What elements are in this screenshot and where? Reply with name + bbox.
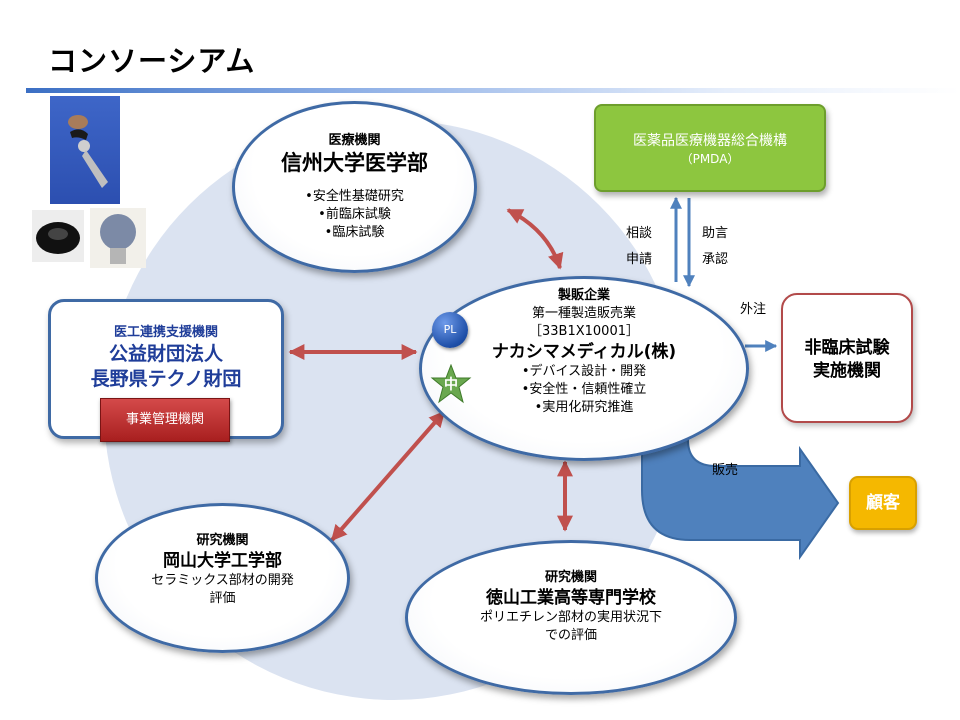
pmda-box: 医薬品医療機器総合機構 （PMDA） <box>594 104 826 192</box>
okayama-university-node: 研究機関 岡山大学工学部 セラミックス部材の開発 評価 <box>95 503 350 653</box>
tokuyama-desc: ポリエチレン部材の実用状況下 <box>479 610 662 625</box>
nonclinical-line1: 非臨床試験 <box>804 338 890 358</box>
tokuyama-college-node: 研究機関 徳山工業高等専門学校 ポリエチレン部材の実用状況下 での評価 <box>405 540 737 695</box>
label-outsource: 外注 <box>740 302 767 317</box>
label-apply: 申請 <box>626 252 653 267</box>
pl-badge: PL <box>432 312 468 348</box>
support-name-line2: 長野県テクノ財団 <box>90 368 242 390</box>
medical-item: •臨床試験 <box>324 225 385 240</box>
manufacturer-license: 第一種製造販売業 <box>531 306 636 321</box>
okayama-name: 岡山大学工学部 <box>163 551 282 571</box>
manufacturer-license-no: ［33B1X10001］ <box>529 324 639 339</box>
customer-box: 顧客 <box>849 476 917 530</box>
manufacturer-item: •デバイス設計・開発 <box>521 364 647 379</box>
label-sales: 販売 <box>712 463 739 478</box>
medical-institution-node: 医療機関 信州大学医学部 •安全性基礎研究 •前臨床試験 •臨床試験 <box>232 101 477 273</box>
label-consult: 相談 <box>626 226 653 241</box>
medical-item: •前臨床試験 <box>318 207 391 222</box>
tokuyama-name: 徳山工業高等専門学校 <box>486 588 656 608</box>
medical-category: 医療機関 <box>328 133 381 148</box>
page-title: コンソーシアム <box>48 44 256 78</box>
management-organization-badge: 事業管理機関 <box>100 398 230 442</box>
arrow-sales <box>641 439 840 561</box>
nonclinical-box: 非臨床試験 実施機関 <box>781 293 913 423</box>
medical-name: 信州大学医学部 <box>281 151 428 175</box>
nonclinical-line2: 実施機関 <box>813 361 881 381</box>
label-advice: 助言 <box>702 226 729 241</box>
arrow-medical-manufacturer <box>506 208 564 270</box>
tokuyama-category: 研究機関 <box>544 570 597 585</box>
okayama-category: 研究機関 <box>196 533 249 548</box>
star-icon <box>430 364 472 404</box>
support-name-line1: 公益財団法人 <box>108 343 223 365</box>
ceramic-liner-photo <box>32 210 84 262</box>
manufacturer-item: •安全性・信頼性確立 <box>521 382 647 397</box>
title-underline <box>26 88 960 93</box>
support-category: 医工連携支援機関 <box>113 325 218 340</box>
arrow-okayama-manufacturer <box>330 410 446 542</box>
manufacturer-name: ナカシマメディカル(株) <box>491 342 677 362</box>
label-approval: 承認 <box>702 252 729 267</box>
pmda-name: 医薬品医療機器総合機構 <box>633 133 787 149</box>
pmda-abbr: （PMDA） <box>680 152 740 166</box>
manufacturer-item: •実用化研究推進 <box>534 400 634 415</box>
center-badge-label: 中 <box>444 377 458 393</box>
manufacturer-node: 製販企業 第一種製造販売業 ［33B1X10001］ ナカシマメディカル(株) … <box>419 276 749 461</box>
okayama-desc: セラミックス部材の開発 <box>151 573 294 588</box>
hip-implant-photo <box>50 96 120 204</box>
okayama-desc: 評価 <box>209 591 236 606</box>
tokuyama-desc: での評価 <box>544 628 597 643</box>
manufacturer-category: 製販企業 <box>557 288 610 303</box>
medical-item: •安全性基礎研究 <box>305 189 404 204</box>
ceramic-head-photo <box>90 208 146 268</box>
